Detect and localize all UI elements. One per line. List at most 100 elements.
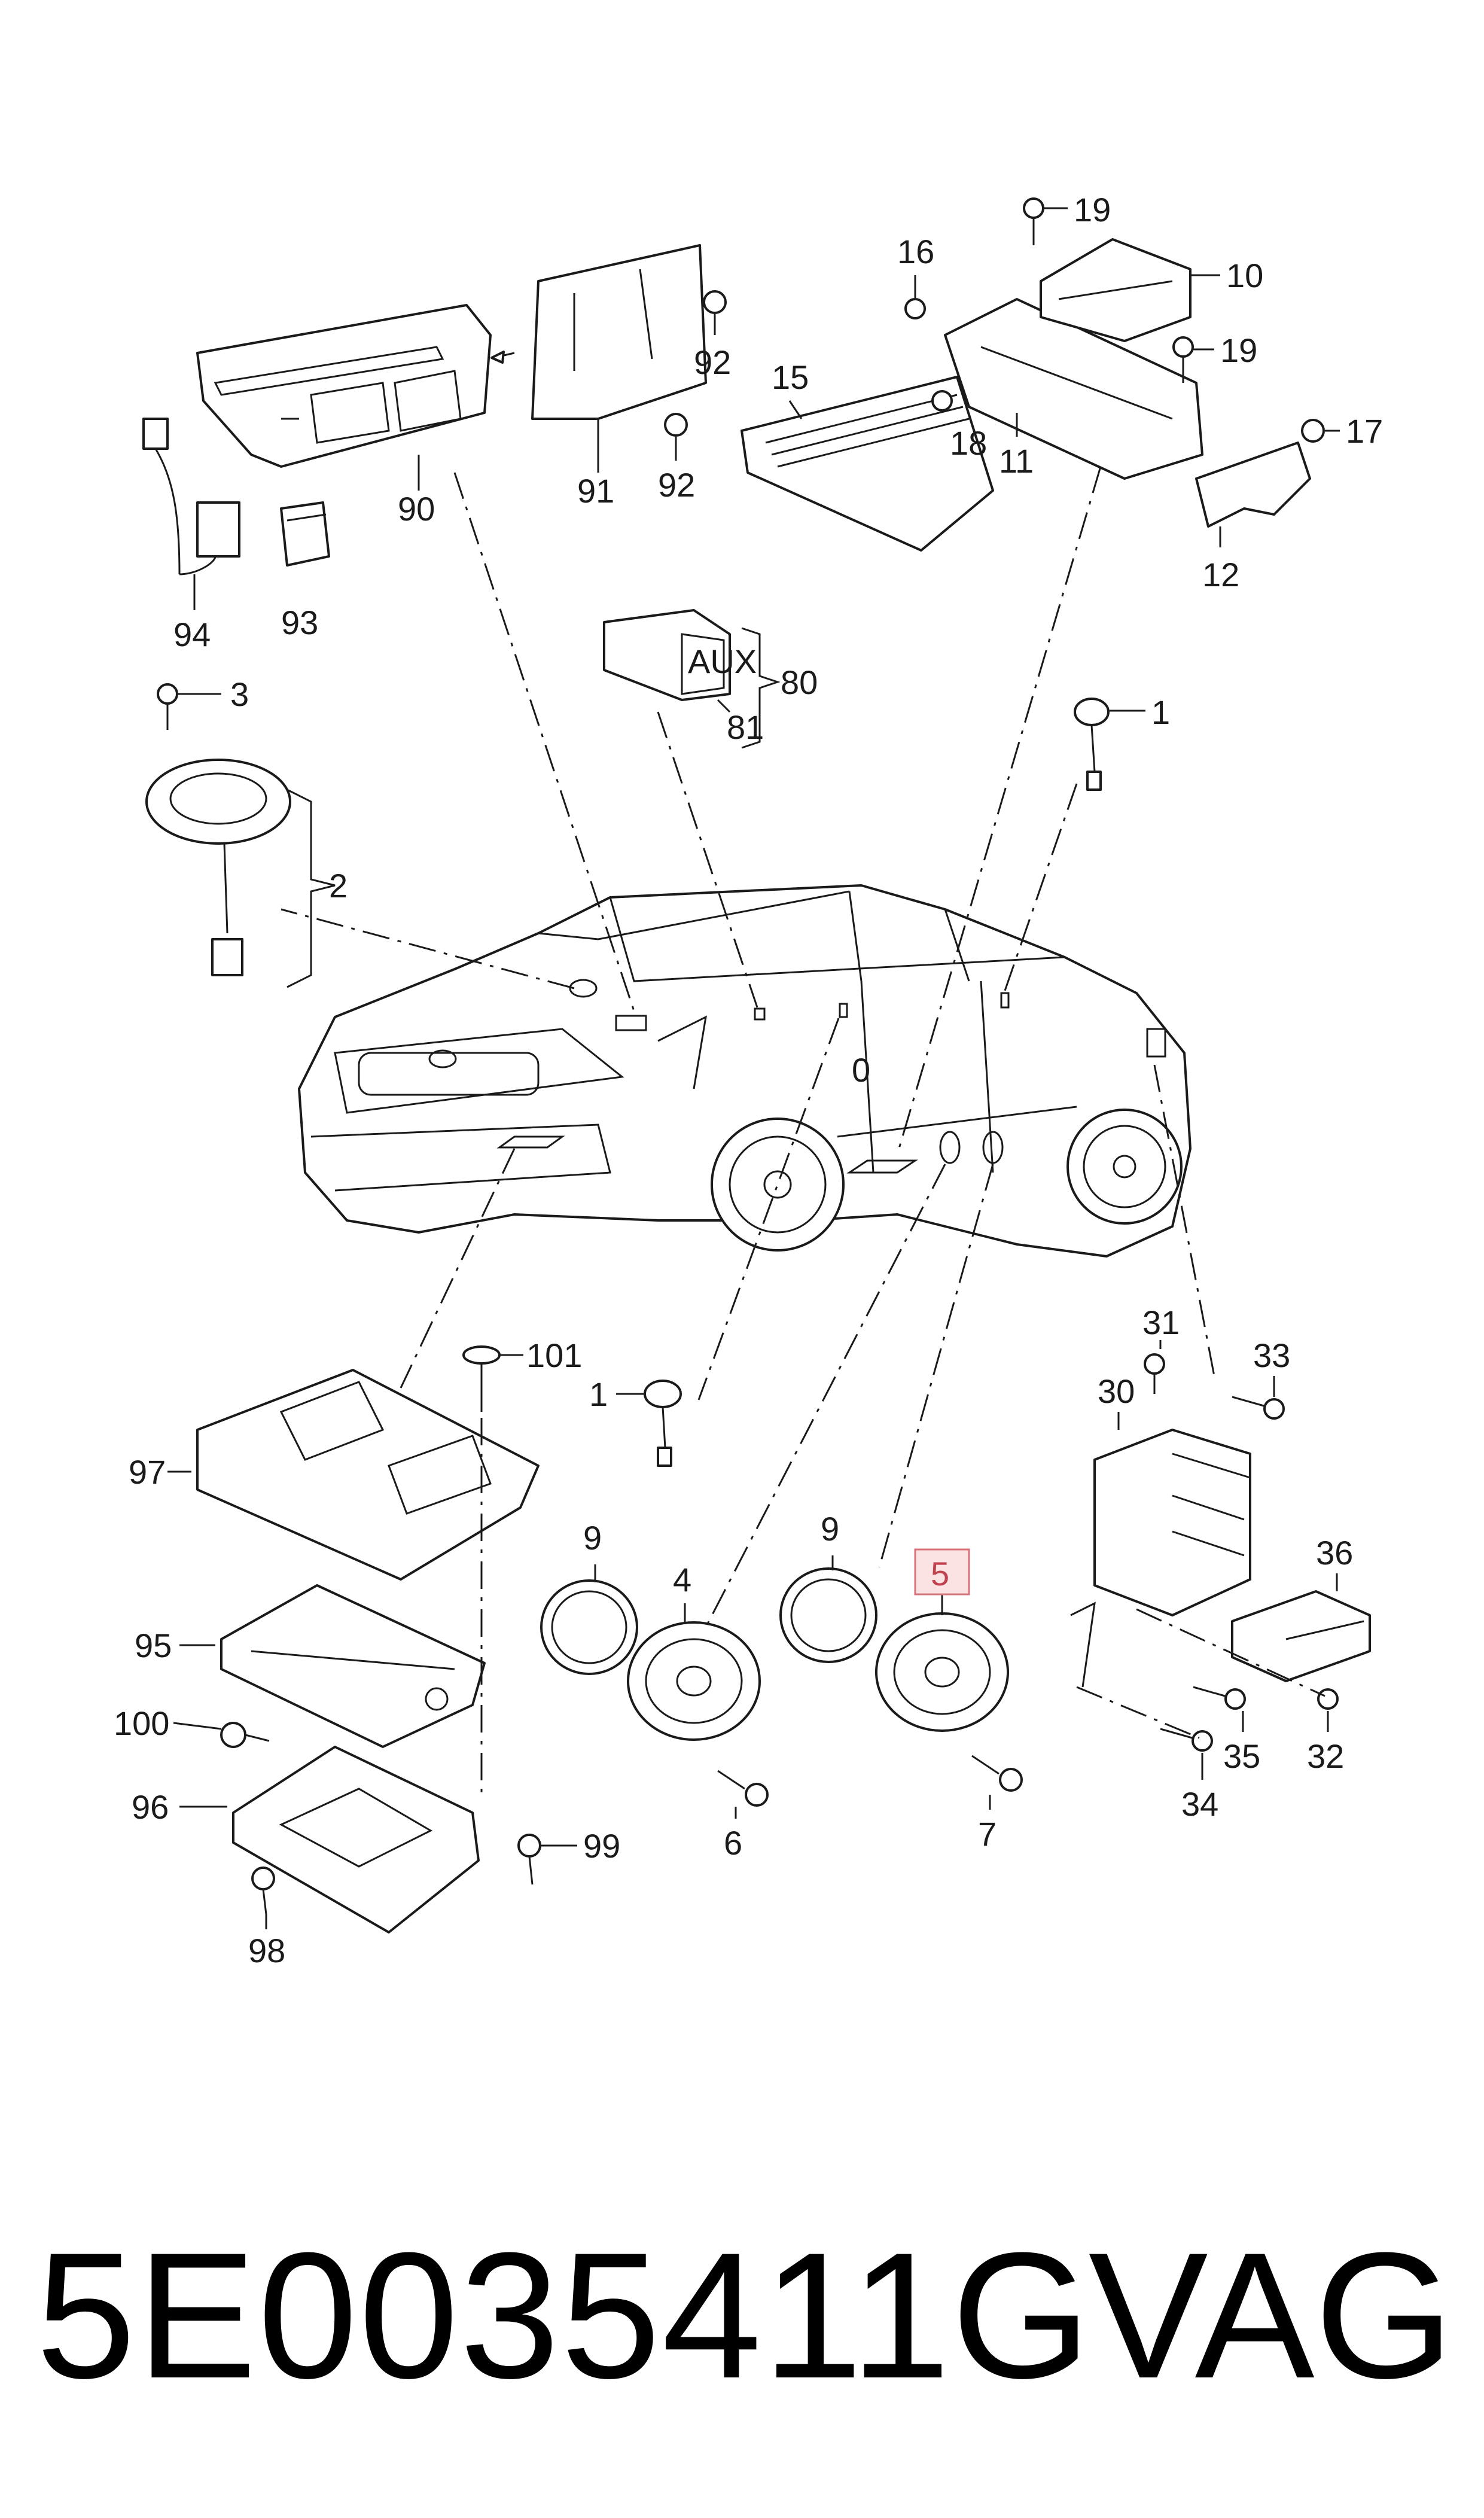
screw-98 bbox=[251, 1867, 275, 1915]
leader-34 bbox=[1076, 1686, 1200, 1739]
callout-36: 36 bbox=[1316, 1534, 1353, 1572]
radio-unit bbox=[196, 304, 492, 468]
callout-7: 7 bbox=[978, 1815, 997, 1853]
brace-80 bbox=[741, 627, 781, 749]
callout-6: 6 bbox=[724, 1824, 742, 1862]
spacer-ring-9-right bbox=[779, 1567, 877, 1663]
callout-94: 94 bbox=[173, 616, 211, 653]
marker-speaker-front-door bbox=[939, 1131, 961, 1164]
control-unit-95 bbox=[220, 1584, 486, 1748]
marker-rear-panel bbox=[1146, 1028, 1166, 1058]
mounting-plate bbox=[531, 244, 707, 420]
control-module-10 bbox=[1040, 238, 1192, 342]
cover-97 bbox=[196, 1369, 540, 1581]
nut-32 bbox=[1317, 1688, 1339, 1710]
spacer-ring-9-left bbox=[540, 1579, 638, 1675]
brace-2 bbox=[287, 788, 336, 988]
nut-92-upper bbox=[703, 290, 727, 314]
fastener-101 bbox=[462, 1345, 501, 1412]
callout-17: 17 bbox=[1346, 412, 1383, 450]
screw-31 bbox=[1144, 1353, 1165, 1394]
callout-5: 5 bbox=[931, 1555, 949, 1593]
callout-11: 11 bbox=[999, 442, 1034, 480]
highlight-box-5 bbox=[914, 1548, 970, 1596]
antenna-1-upper bbox=[1074, 698, 1110, 791]
brand-label: VAG bbox=[1088, 2215, 1454, 2416]
marker-aux-socket bbox=[754, 1007, 766, 1021]
screw-100 bbox=[220, 1722, 270, 1748]
callout-12: 12 bbox=[1202, 556, 1239, 593]
screw-34 bbox=[1160, 1728, 1213, 1752]
unit-36 bbox=[1231, 1590, 1371, 1682]
callout-18: 18 bbox=[950, 424, 987, 462]
callout-19-lower: 19 bbox=[1220, 331, 1257, 369]
callout-1-lower: 1 bbox=[589, 1375, 608, 1413]
cable-harness bbox=[142, 418, 240, 576]
callout-30: 30 bbox=[1098, 1372, 1135, 1410]
callout-34: 34 bbox=[1181, 1785, 1218, 1823]
callout-35: 35 bbox=[1223, 1737, 1260, 1775]
callout-10: 10 bbox=[1226, 257, 1263, 294]
screw-33 bbox=[1232, 1396, 1285, 1420]
nut-16 bbox=[904, 298, 926, 319]
car-door-mark: 0 bbox=[852, 1051, 870, 1089]
nut-17 bbox=[1301, 419, 1325, 443]
speaker-4 bbox=[627, 1621, 761, 1741]
callout-99: 99 bbox=[583, 1827, 620, 1865]
screw-99 bbox=[517, 1834, 541, 1885]
callout-91: 91 bbox=[577, 472, 614, 510]
marker-aux-location bbox=[615, 1015, 647, 1031]
screw-18 bbox=[931, 390, 953, 412]
callout-98: 98 bbox=[248, 1932, 285, 1969]
callout-97: 97 bbox=[129, 1453, 166, 1491]
callout-9-left: 9 bbox=[583, 1519, 602, 1557]
callout-100: 100 bbox=[114, 1704, 169, 1742]
aux-button-label: AUX bbox=[688, 643, 757, 680]
callout-9-right: 9 bbox=[821, 1510, 839, 1548]
callout-81: 81 bbox=[727, 708, 764, 746]
callout-4: 4 bbox=[673, 1561, 691, 1599]
callout-15: 15 bbox=[772, 358, 809, 396]
callout-33: 33 bbox=[1253, 1336, 1290, 1374]
callout-1-upper: 1 bbox=[1151, 693, 1170, 731]
location-leaders bbox=[281, 466, 1215, 1628]
bolt-19-upper bbox=[1023, 197, 1044, 245]
part-number: 5E0035411G bbox=[36, 2215, 1092, 2416]
leader-32 bbox=[1136, 1608, 1325, 1697]
callout-32: 32 bbox=[1307, 1737, 1344, 1775]
connector-93 bbox=[280, 501, 330, 567]
car-illustration: 0 bbox=[298, 884, 1192, 1258]
bolt-19-lower bbox=[1172, 336, 1194, 383]
marker-speaker-rear-door bbox=[982, 1131, 1004, 1164]
screw-35 bbox=[1193, 1686, 1246, 1710]
antenna-1-lower bbox=[644, 1380, 682, 1467]
callout-16: 16 bbox=[897, 233, 934, 270]
callout-96: 96 bbox=[132, 1788, 169, 1826]
callout-80: 80 bbox=[781, 663, 818, 701]
bracket-96 bbox=[232, 1746, 480, 1934]
holder-30 bbox=[1070, 1429, 1251, 1688]
callout-92-upper: 92 bbox=[694, 343, 731, 381]
marker-door-rear bbox=[1000, 992, 1010, 1009]
callout-19-upper: 19 bbox=[1074, 191, 1111, 229]
callout-2: 2 bbox=[329, 867, 348, 905]
amplifier-15 bbox=[741, 376, 994, 552]
callout-31: 31 bbox=[1142, 1304, 1180, 1341]
screw-3 bbox=[157, 683, 178, 730]
nut-92-lower bbox=[664, 413, 688, 437]
bracket-11 bbox=[944, 298, 1203, 480]
callout-95: 95 bbox=[135, 1627, 172, 1664]
callout-93: 93 bbox=[281, 604, 318, 641]
marker-front-floor bbox=[496, 1135, 565, 1149]
bolt-7 bbox=[971, 1755, 1023, 1792]
bracket-12 bbox=[1195, 442, 1311, 528]
marker-door-front bbox=[839, 1003, 848, 1018]
bolt-6 bbox=[717, 1770, 769, 1807]
tweeter-speaker-2 bbox=[145, 759, 291, 976]
aux-socket-81: AUX bbox=[603, 609, 757, 701]
marker-seat-floor bbox=[846, 1159, 918, 1174]
callout-101: 101 bbox=[526, 1336, 582, 1374]
callout-92-lower: 92 bbox=[658, 466, 695, 504]
callout-90: 90 bbox=[398, 490, 435, 528]
